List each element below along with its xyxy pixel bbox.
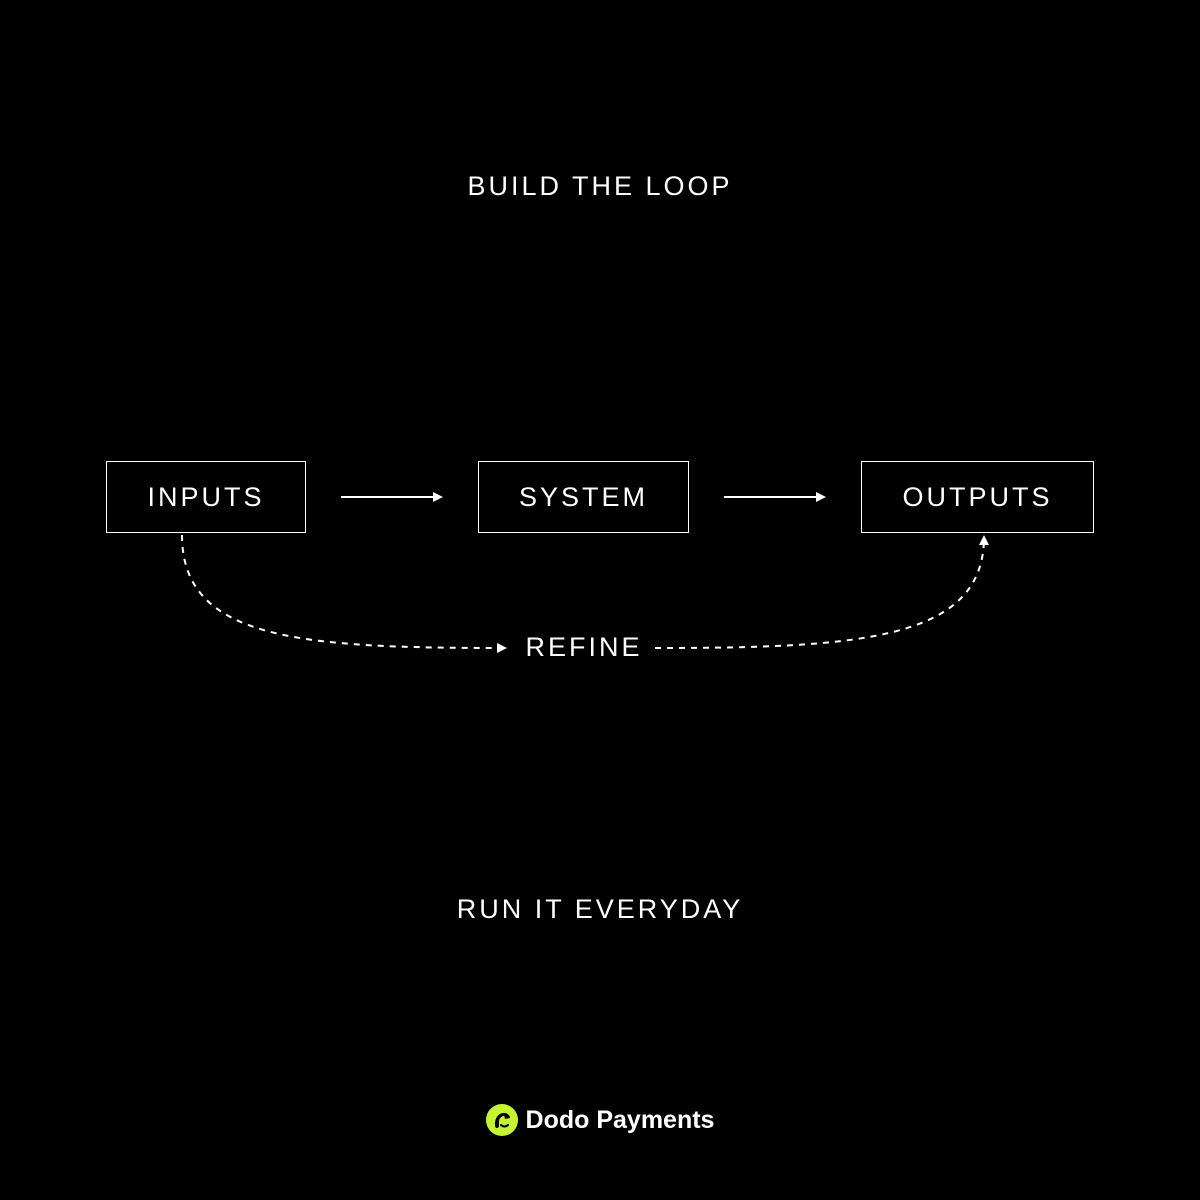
- dashed-arrow-refine-to-outputs: [654, 535, 989, 649]
- footer-text: RUN IT EVERYDAY: [456, 894, 744, 924]
- node-system: SYSTEM: [478, 461, 689, 533]
- brand-name: Dodo Payments: [525, 1105, 715, 1134]
- node-inputs-label: INPUTS: [147, 481, 265, 512]
- brand-footer: Dodo Payments: [0, 1104, 1200, 1136]
- node-system-label: SYSTEM: [518, 481, 649, 512]
- node-inputs: INPUTS: [106, 461, 306, 533]
- node-outputs-label: OUTPUTS: [902, 481, 1053, 512]
- page-title: BUILD THE LOOP: [467, 171, 733, 201]
- dodo-bird-logo-icon: [485, 1104, 518, 1136]
- feedback-label-refine: REFINE: [525, 632, 643, 662]
- dashed-arrow-inputs-to-refine: [181, 534, 507, 653]
- node-outputs: OUTPUTS: [861, 461, 1094, 533]
